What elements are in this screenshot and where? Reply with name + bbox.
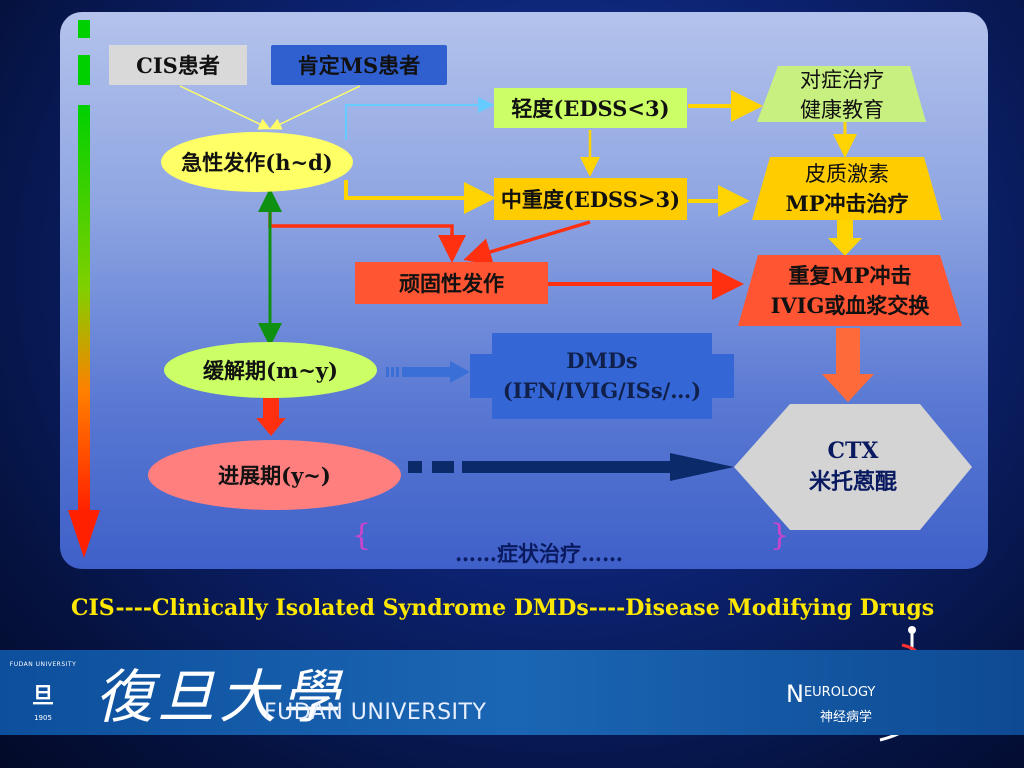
dmds-shape	[470, 333, 734, 419]
timeline-bar	[68, 20, 100, 558]
arrow-progress-to-ctx	[408, 453, 734, 481]
seal-year: 1905	[34, 714, 52, 722]
abbreviation-caption: CIS----Clinically Isolated Syndrome DMDs…	[71, 595, 935, 621]
ms-patient-label: 肯定MS患者	[297, 53, 421, 78]
ctx-line1: CTX	[827, 438, 879, 465]
repeat-trapezoid	[738, 255, 962, 326]
progress-ellipse: 进展期(y~)	[148, 440, 401, 510]
cis-patient-label: CIS患者	[136, 53, 220, 78]
dmds-line1: DMDs	[566, 347, 638, 373]
arrow-acute-to-severe	[344, 180, 496, 214]
remission-label: 缓解期(m~y)	[203, 358, 338, 383]
mild-label: 轻度(EDSS<3)	[511, 96, 670, 121]
arrow-acute-to-mild	[345, 97, 494, 140]
ctx-hexagon	[734, 404, 972, 530]
arrow-severe-to-refractory	[463, 220, 591, 266]
refractory-box: 顽固性发作	[355, 262, 548, 304]
neurology-rest: EUROLOGY	[803, 685, 876, 700]
dmds-line2: (IFN/IVIG/ISs/…)	[502, 378, 702, 403]
arrow-ms-to-acute	[269, 85, 361, 130]
steroid-trapezoid	[752, 157, 942, 220]
seal-center-glyph: 旦	[31, 683, 54, 709]
cis-patient-box: CIS患者	[109, 45, 247, 85]
symptomatic-trapezoid	[757, 66, 926, 122]
remission-ellipse: 缓解期(m~y)	[164, 342, 377, 398]
fudan-seal: FUDAN UNIVERSITY 旦 1905	[8, 658, 78, 728]
arrow-remission-to-progress	[256, 418, 286, 436]
fudan-en-name: FUDAN UNIVERSITY	[264, 700, 487, 725]
repeat-line1: 重复MP冲击	[788, 262, 912, 288]
severe-label: 中重度(EDSS>3)	[500, 187, 681, 212]
repeat-text: 重复MP冲击 IVIG或血浆交换	[738, 255, 962, 327]
fudan-cn-logo: 復旦大學	[95, 663, 344, 731]
dmds-text: DMDs (IFN/IVIG/ISs/…)	[470, 336, 734, 416]
ctx-line2: 米托蒽醌	[808, 469, 897, 495]
brace-right: }	[770, 518, 790, 553]
neurology-logo: NEUROLOGY 神经病学	[786, 680, 875, 725]
seal-ring-text: FUDAN UNIVERSITY	[9, 661, 77, 668]
footer-bar	[0, 650, 1024, 735]
progress-label: 进展期(y~)	[218, 463, 331, 488]
brace-left: {	[352, 518, 372, 553]
symptomatic-text: 对症治疗 健康教育	[757, 66, 927, 124]
neurology-cn: 神经病学	[820, 710, 873, 725]
acute-attack-ellipse: 急性发作(h~d)	[161, 132, 353, 192]
steroid-line2: MP冲击治疗	[785, 191, 909, 216]
arrow-steroid-to-repeat	[828, 238, 862, 256]
neurology-initial: N	[786, 680, 804, 708]
symptomatic-line1: 对症治疗	[800, 67, 884, 92]
arrow-repeat-to-ctx	[822, 374, 874, 402]
arrow-cis-to-acute	[179, 85, 271, 130]
ms-patient-box: 肯定MS患者	[271, 45, 447, 85]
mild-box: 轻度(EDSS<3)	[494, 88, 687, 128]
symptom-treatment-label: ……症状治疗……	[455, 541, 623, 566]
arrow-remission-to-dmds	[386, 361, 470, 383]
ctx-text: CTX 米托蒽醌	[734, 404, 972, 530]
steroid-line1: 皮质激素	[805, 161, 889, 186]
repeat-line2: IVIG或血浆交换	[770, 293, 930, 318]
refractory-label: 顽固性发作	[399, 271, 504, 296]
symptomatic-line2: 健康教育	[800, 98, 884, 122]
severe-box: 中重度(EDSS>3)	[494, 178, 687, 220]
acute-attack-label: 急性发作(h~d)	[181, 150, 333, 175]
steroid-text: 皮质激素 MP冲击治疗	[752, 157, 942, 221]
